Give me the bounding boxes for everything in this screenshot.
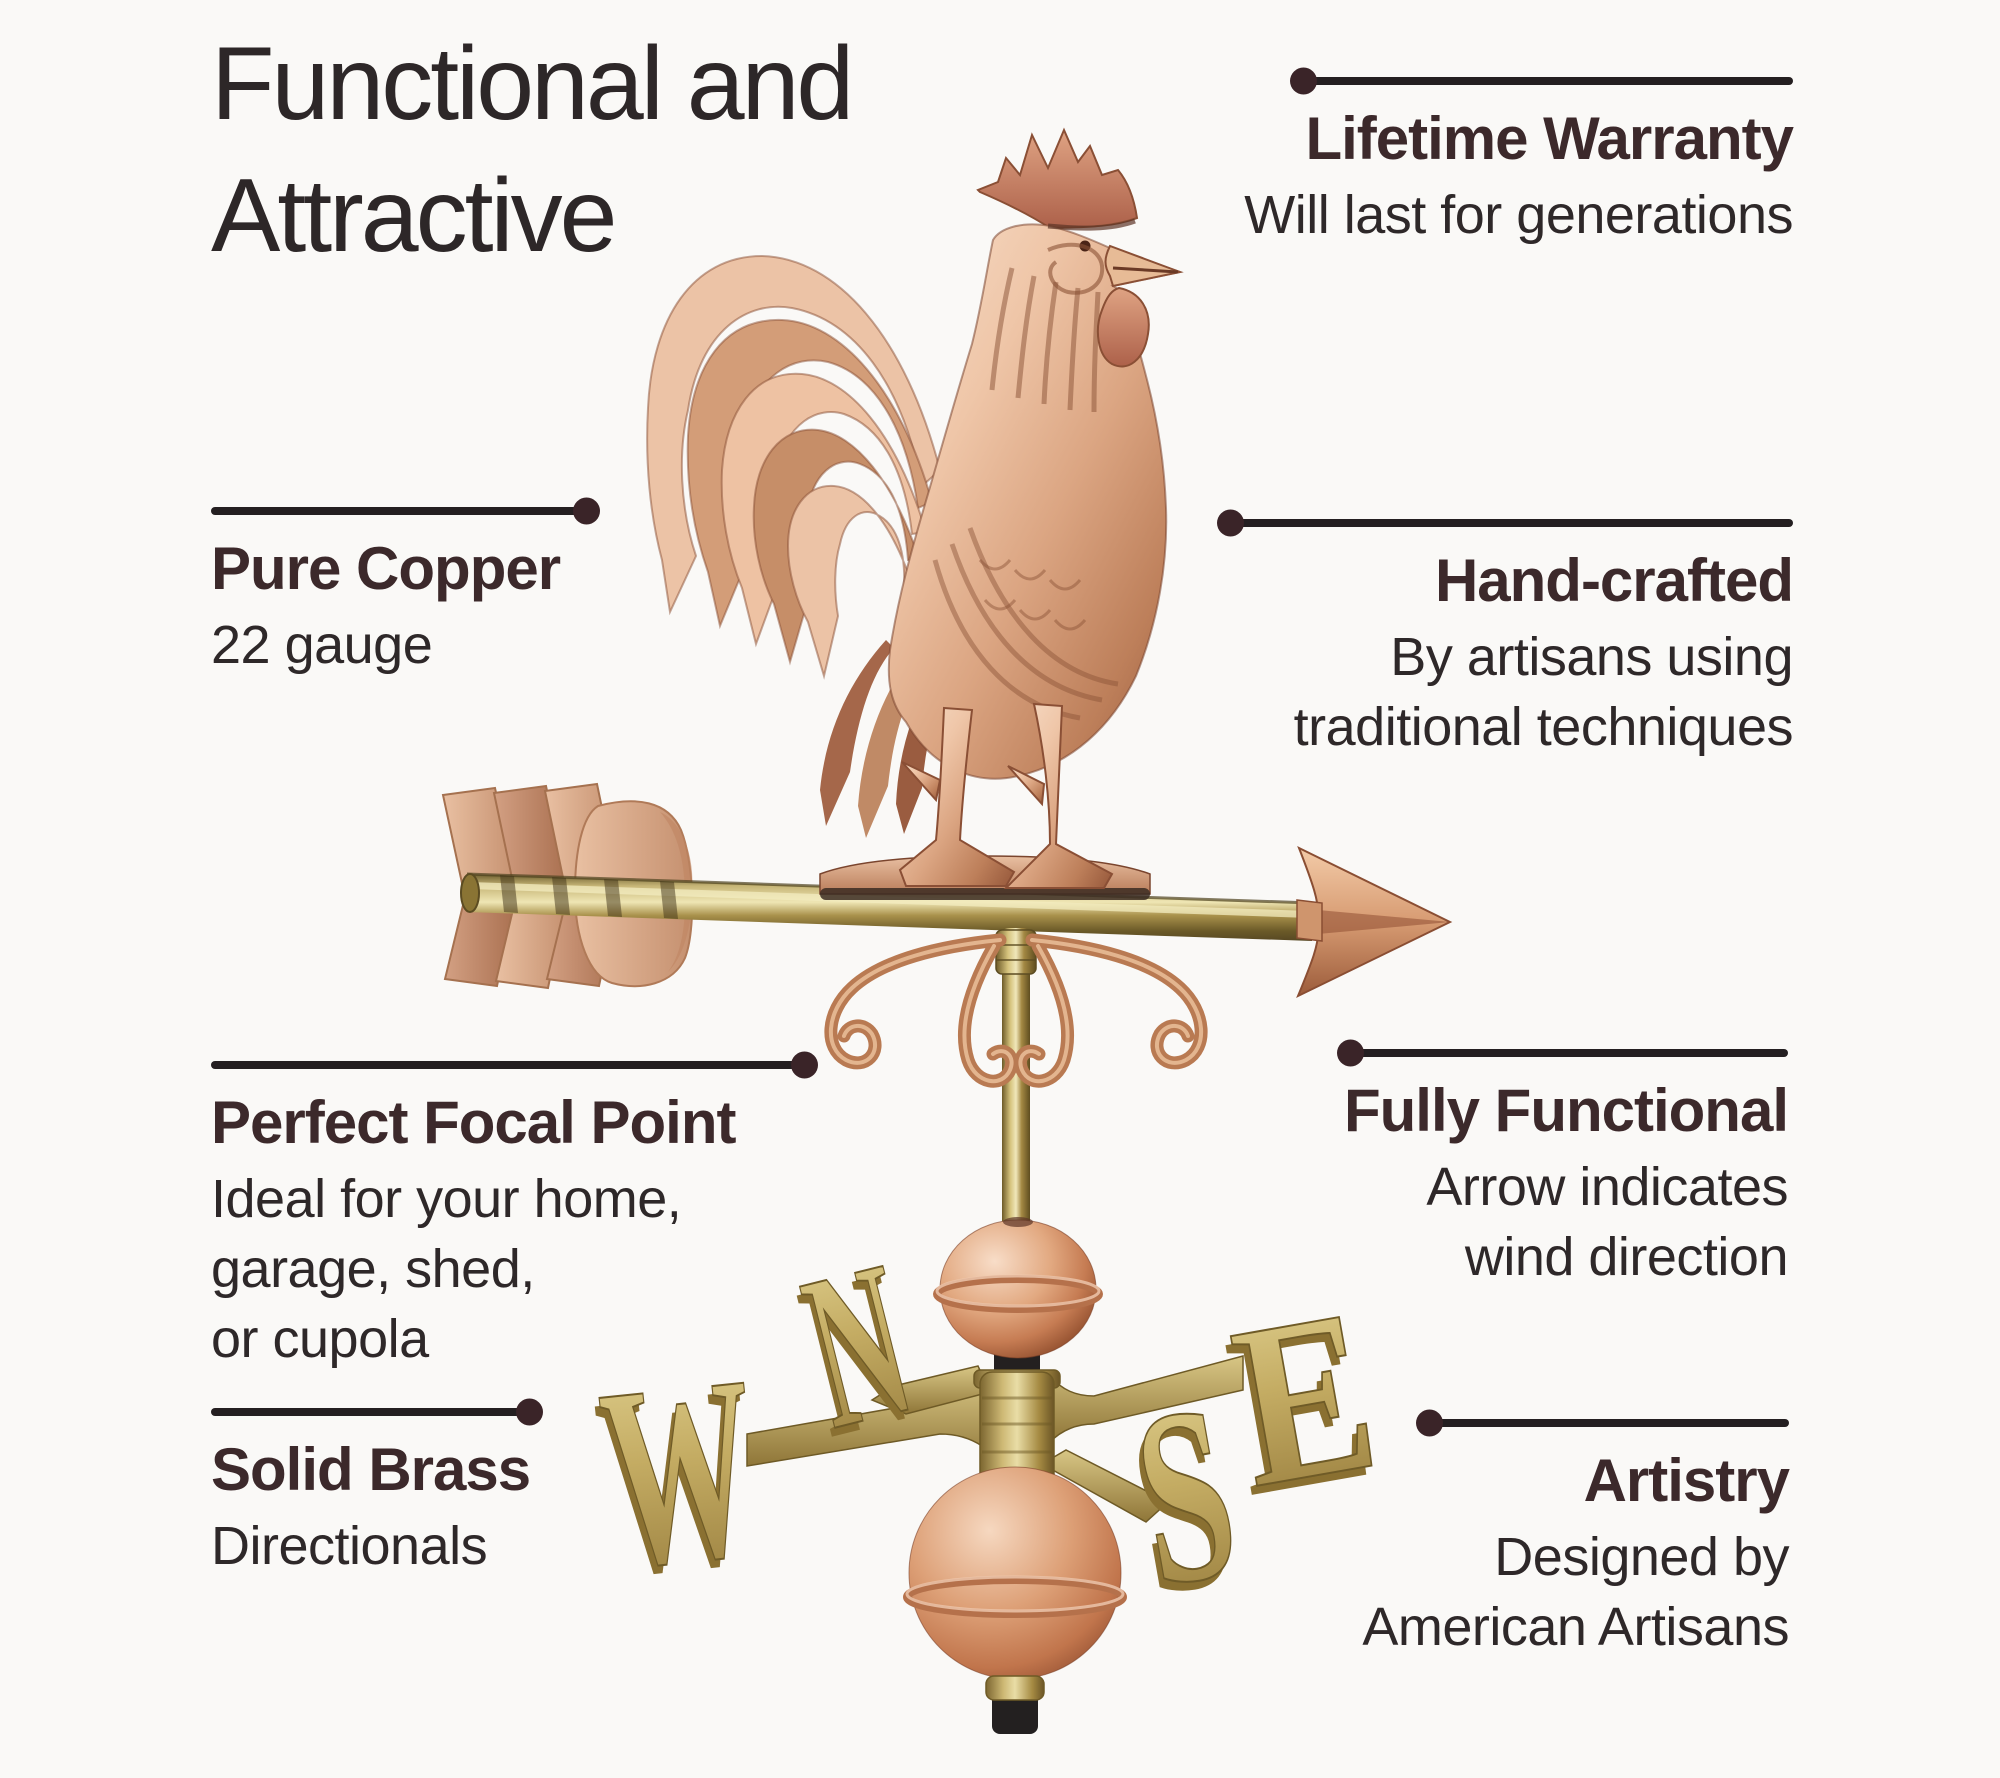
callout-line — [211, 1398, 543, 1426]
callout-line — [1290, 67, 1793, 95]
top-copper-ball — [933, 1217, 1103, 1359]
callout-text-line: Arrow indicates — [1426, 1156, 1788, 1217]
callout-line — [1416, 1409, 1789, 1437]
comb-seam — [1047, 218, 1136, 231]
wind-arrow — [441, 782, 1453, 999]
callout-text-line: Will last for generations — [1244, 184, 1793, 245]
rooster-cheek — [1047, 242, 1105, 295]
callout-line — [211, 497, 600, 525]
callout-heading: Hand-crafted — [1434, 547, 1794, 614]
rooster-neck-feathers — [989, 267, 1101, 413]
page-title-line2: Attractive — [211, 158, 617, 275]
callout-dot — [1217, 509, 1244, 537]
rooster-body — [887, 223, 1184, 780]
callout-solid-brass: Solid Brass Directionals — [211, 1398, 611, 1581]
bottom-rod — [992, 1690, 1038, 1734]
callout-heading: Solid Brass — [211, 1436, 531, 1503]
rooster-comb — [976, 127, 1139, 230]
callout-dot — [1290, 67, 1317, 95]
callout-fully-functional: Fully Functional Arrow indicates wind di… — [1228, 1039, 1789, 1292]
bottom-copper-ball — [903, 1466, 1127, 1680]
callout-text-line: or cupola — [211, 1309, 429, 1370]
callout-text-line: Designed by — [1494, 1526, 1789, 1587]
callout-heading: Fully Functional — [1344, 1077, 1789, 1144]
directional-letter-east: E E — [1213, 1259, 1393, 1545]
rooster-tail — [646, 254, 942, 680]
page-title: Functional and Attractive — [211, 18, 854, 282]
letter-west: W — [591, 1322, 770, 1622]
rooster-tail-lower — [820, 640, 950, 838]
page-title-line1: Functional and — [211, 26, 854, 142]
directional-arms — [746, 1355, 1244, 1523]
callout-hand-crafted: Hand-crafted By artisans using tradition… — [1093, 509, 1794, 762]
callout-dot — [573, 497, 600, 525]
directional-letter-west: W W — [586, 1321, 770, 1631]
callout-dot — [791, 1051, 818, 1079]
callout-line — [1337, 1039, 1788, 1067]
rooster-beak — [1104, 244, 1184, 288]
callout-line — [211, 1051, 818, 1079]
rooster-scallops — [978, 559, 1087, 631]
callout-text-line: Directionals — [211, 1515, 488, 1576]
callout-text-line: wind direction — [1464, 1226, 1789, 1287]
callout-heading: Perfect Focal Point — [211, 1089, 736, 1156]
callout-dot — [1337, 1039, 1364, 1067]
callout-perfect-focal-point: Perfect Focal Point Ideal for your home,… — [211, 1051, 851, 1374]
rooster-legs — [898, 702, 1114, 889]
callout-text-line: By artisans using — [1390, 626, 1793, 687]
directional-assembly: W W N N S S E E — [586, 1214, 1393, 1734]
callout-text-line: traditional techniques — [1293, 696, 1794, 757]
callout-artistry: Artistry Designed by American Artisans — [1169, 1409, 1790, 1662]
bottom-collar — [985, 1675, 1045, 1701]
callout-text-line: American Artisans — [1362, 1596, 1789, 1657]
callout-lifetime-warranty: Lifetime Warranty Will last for generati… — [1133, 67, 1794, 250]
callout-dot — [516, 1398, 543, 1426]
callout-text-line: 22 gauge — [211, 614, 433, 675]
callout-pure-copper: Pure Copper 22 gauge — [211, 497, 631, 680]
arrowhead — [1296, 845, 1453, 999]
callout-heading: Pure Copper — [211, 535, 561, 602]
rooster-wattle — [1096, 286, 1150, 368]
callout-text-line: Ideal for your home, — [211, 1168, 682, 1229]
callout-dot — [1416, 1409, 1443, 1437]
callout-line — [1217, 509, 1793, 537]
callout-heading: Artistry — [1583, 1447, 1790, 1514]
scroll-ornament — [824, 933, 1208, 1088]
letter-west-shadow: W — [586, 1330, 765, 1630]
callout-heading: Lifetime Warranty — [1305, 105, 1794, 172]
copper-rooster — [646, 127, 1184, 900]
callout-text-line: garage, shed, — [211, 1238, 535, 1299]
